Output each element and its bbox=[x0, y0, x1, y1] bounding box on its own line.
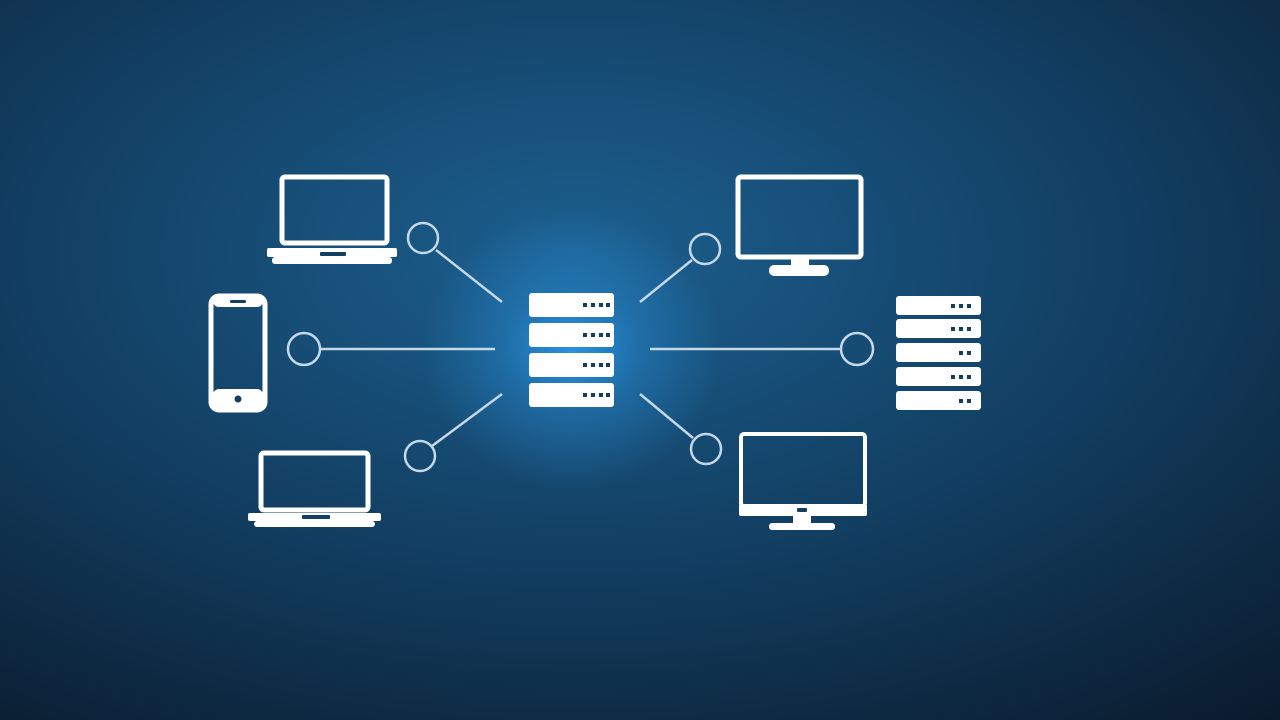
server-unit bbox=[529, 353, 614, 377]
smartphone-icon bbox=[208, 293, 268, 413]
server-unit bbox=[896, 343, 981, 362]
server-unit bbox=[529, 383, 614, 407]
server-unit bbox=[529, 293, 614, 317]
server-unit bbox=[896, 296, 981, 315]
connection-laptop-top-left bbox=[406, 221, 503, 303]
connections bbox=[286, 221, 875, 473]
server-unit bbox=[896, 391, 981, 410]
connector-node bbox=[839, 331, 875, 367]
monitor-icon bbox=[735, 174, 864, 276]
connector-node bbox=[688, 232, 722, 266]
server-leds bbox=[951, 304, 971, 403]
desktop-computer-icon bbox=[739, 432, 867, 530]
laptop-icon bbox=[267, 174, 397, 264]
server-rack-icon bbox=[529, 293, 614, 407]
connection-server-right bbox=[650, 331, 875, 367]
hub-glow bbox=[422, 210, 722, 490]
server-leds bbox=[583, 303, 610, 397]
connector-node bbox=[403, 439, 437, 473]
connection-desktop-bottom-right bbox=[639, 393, 723, 466]
connection-monitor-top-right bbox=[639, 232, 722, 303]
laptop-icon bbox=[248, 450, 381, 527]
server-unit bbox=[896, 367, 981, 386]
connector-node bbox=[689, 432, 723, 466]
connector-node bbox=[286, 331, 322, 367]
server-unit bbox=[896, 319, 981, 338]
server-stack-icon bbox=[896, 296, 981, 410]
connection-phone-left bbox=[286, 331, 495, 367]
server-unit bbox=[529, 323, 614, 347]
connector-node bbox=[406, 221, 440, 255]
connection-laptop-bottom-left bbox=[403, 392, 503, 473]
